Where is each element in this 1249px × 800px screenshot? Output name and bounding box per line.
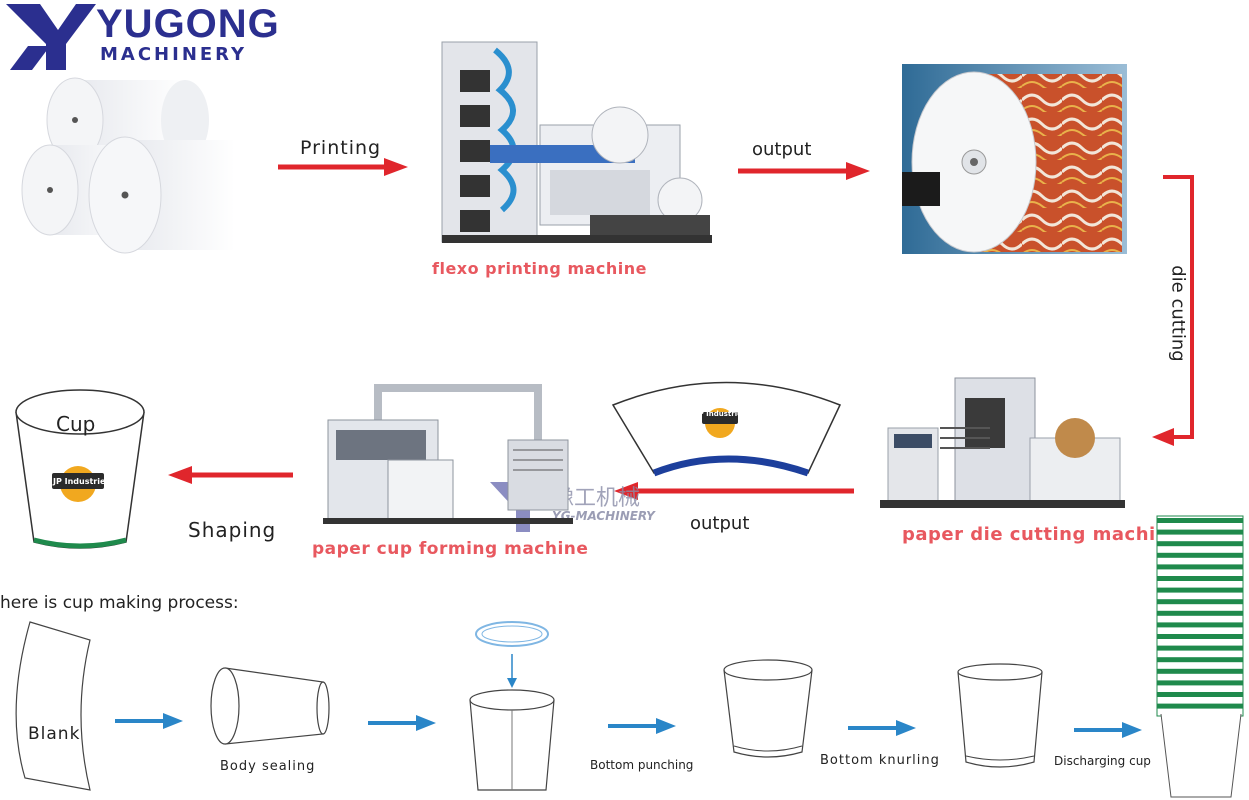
stack-stripe <box>1157 610 1243 616</box>
paper-fan-blank-image <box>611 381 842 477</box>
output-arrow-middle-icon <box>614 482 854 500</box>
step-bottom-knurling-label: Bottom knurling <box>820 753 940 768</box>
printed-paper-roll-image <box>902 64 1127 254</box>
process-heading: here is cup making process: <box>0 593 239 613</box>
step-discharging-cup-label: Discharging cup <box>1054 754 1151 768</box>
shaping-label: Shaping <box>188 518 277 542</box>
paper-cup-image <box>15 389 145 549</box>
flexo-machine-label: flexo printing machine <box>432 259 648 278</box>
cup-label: Cup <box>56 412 96 436</box>
cup-forming-machine-label: paper cup forming machine <box>312 539 589 559</box>
stack-stripe <box>1157 668 1243 674</box>
die-cutting-machine-label: paper die cutting machine <box>902 524 1182 545</box>
step-arrow-3-icon <box>608 718 676 734</box>
stack-stripe <box>1157 634 1243 639</box>
step-arrow-1-icon <box>115 713 183 729</box>
stack-stripe <box>1157 703 1243 709</box>
stack-stripe <box>1157 680 1243 686</box>
step-body-sealing-image <box>210 667 330 745</box>
stack-stripe <box>1157 529 1243 535</box>
die-cutting-label: die cutting <box>1167 265 1189 362</box>
output-label-middle: output <box>690 513 750 534</box>
cup-brand-text: JP Industries <box>53 477 111 486</box>
stack-stripe <box>1157 599 1243 605</box>
stack-stripe <box>1157 657 1243 663</box>
stack-stripe <box>1157 622 1243 628</box>
step-arrow-2-icon <box>368 715 436 731</box>
die-cutting-arrow-icon <box>1152 175 1194 446</box>
stack-stripe <box>1157 576 1243 581</box>
paper-rolls-image <box>21 77 235 254</box>
printing-label: Printing <box>300 137 382 159</box>
printing-arrow-icon <box>278 158 408 176</box>
step-bottom-punching-label: Bottom punching <box>590 758 694 772</box>
step-blank-label: Blank <box>28 724 81 744</box>
step-blank-image <box>15 621 91 791</box>
stack-stripe <box>1157 541 1243 547</box>
die-cutting-machine-image <box>880 377 1125 508</box>
stack-stripe <box>1157 587 1243 593</box>
cup-forming-machine-image <box>323 384 573 524</box>
stack-stripe <box>1157 552 1243 558</box>
stack-stripe <box>1157 692 1243 697</box>
output-arrow-top-icon <box>738 162 870 180</box>
logo-brand-name: YUGONG <box>96 2 280 46</box>
output-label-top: output <box>752 139 812 160</box>
step-arrow-5-icon <box>1074 722 1142 738</box>
step-body-sealing-label: Body sealing <box>220 759 316 774</box>
stack-stripe <box>1157 564 1243 570</box>
watermark-en: YG-MACHINERY <box>552 509 655 523</box>
logo-mark-icon <box>6 4 96 70</box>
step-knurled-cup-image <box>957 663 1043 768</box>
stack-stripe <box>1157 518 1243 523</box>
flexo-printing-machine-image <box>441 41 712 243</box>
shaping-arrow-icon <box>168 466 293 484</box>
logo-brand-sub: MACHINERY <box>100 44 248 65</box>
blank-brand-text: JP Industries <box>696 410 747 418</box>
stack-stripe <box>1157 645 1243 651</box>
step-bottom-insert-image <box>469 621 555 791</box>
step-arrow-4-icon <box>848 720 916 736</box>
step-bottom-punched-cup-image <box>723 659 813 758</box>
stacked-cups-image <box>1156 515 1244 798</box>
company-logo: YUGONG MACHINERY <box>0 0 279 72</box>
